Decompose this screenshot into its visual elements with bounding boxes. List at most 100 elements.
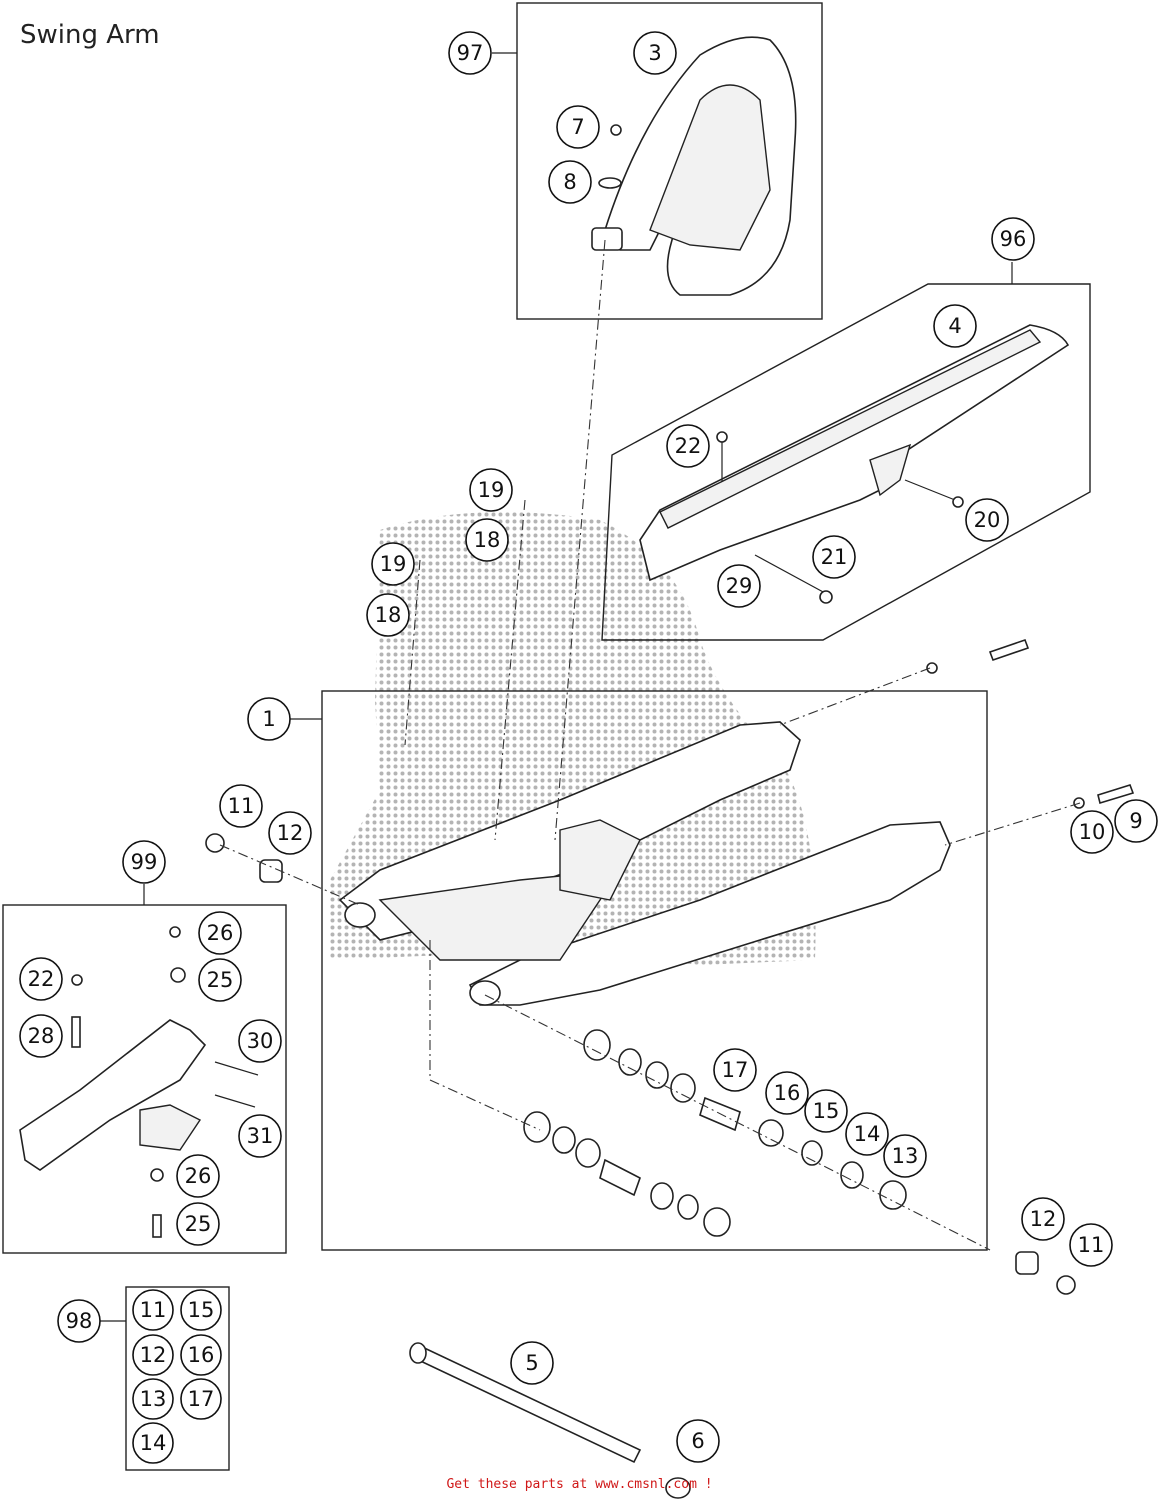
svg-text:7: 7 (571, 115, 584, 139)
callout-7: 7 (556, 105, 600, 149)
svg-text:8: 8 (563, 170, 576, 194)
callout-19: 19 (371, 542, 415, 586)
svg-text:11: 11 (1078, 1233, 1105, 1257)
kit-item-12: 12 (132, 1334, 174, 1376)
svg-text:26: 26 (185, 1164, 212, 1188)
callout-14: 14 (845, 1112, 889, 1156)
callout-5: 5 (510, 1341, 554, 1385)
group-97-box (492, 2, 823, 320)
nut-bushing-part-11-12-right (1015, 1251, 1076, 1295)
swing-arm-part-1 (338, 721, 951, 1006)
screws-part-20-21-22-29 (716, 431, 964, 604)
callout-22: 22 (19, 957, 63, 1001)
callout-98: 98 (57, 1299, 101, 1343)
callout-19: 19 (469, 468, 513, 512)
svg-text:21: 21 (821, 545, 848, 569)
callout-18: 18 (465, 518, 509, 562)
nut-bushing-part-11-12-left (205, 833, 283, 883)
callout-31: 31 (238, 1114, 282, 1158)
callout-22: 22 (666, 424, 710, 468)
svg-text:31: 31 (247, 1124, 274, 1148)
group-1-box (290, 690, 988, 1251)
svg-text:98: 98 (66, 1309, 93, 1333)
svg-text:19: 19 (478, 478, 505, 502)
svg-text:9: 9 (1129, 809, 1142, 833)
callout-96: 96 (991, 217, 1035, 261)
callout-6: 6 (676, 1419, 720, 1463)
svg-text:22: 22 (675, 434, 702, 458)
svg-text:11: 11 (140, 1298, 167, 1322)
svg-text:4: 4 (948, 314, 961, 338)
callout-21: 21 (812, 535, 856, 579)
group-99-box (2, 884, 287, 1254)
callout-25: 25 (176, 1202, 220, 1246)
kit-item-16: 16 (180, 1334, 222, 1376)
footer-link[interactable]: Get these parts at www.cmsnl.com ! (446, 1477, 713, 1492)
callout-15: 15 (804, 1089, 848, 1133)
svg-text:6: 6 (691, 1429, 704, 1453)
callout-8: 8 (548, 160, 592, 204)
svg-text:10: 10 (1079, 820, 1106, 844)
callout-16: 16 (765, 1071, 809, 1115)
chain-guard-part-4 (639, 324, 1070, 582)
svg-text:25: 25 (207, 968, 234, 992)
callout-11: 11 (219, 784, 263, 828)
svg-text:17: 17 (188, 1387, 215, 1411)
svg-text:5: 5 (525, 1351, 538, 1375)
callout-3: 3 (633, 31, 677, 75)
callout-13: 13 (883, 1134, 927, 1178)
svg-text:13: 13 (892, 1144, 919, 1168)
svg-text:12: 12 (1030, 1207, 1057, 1231)
callout-17: 17 (713, 1048, 757, 1092)
svg-text:16: 16 (188, 1343, 215, 1367)
washer-part-8 (598, 177, 622, 189)
bearing-stack-lower (523, 1111, 731, 1237)
chain-guide-group-99 (19, 926, 259, 1238)
callout-1: 1 (247, 697, 291, 741)
pivot-bolt-part-5 (409, 1342, 642, 1464)
kit-item-15: 15 (180, 1289, 222, 1331)
nut-part-6 (665, 1477, 691, 1499)
svg-text:19: 19 (380, 552, 407, 576)
callout-97: 97 (448, 31, 492, 75)
svg-text:97: 97 (457, 41, 484, 65)
svg-text:16: 16 (774, 1081, 801, 1105)
kit-item-13: 13 (132, 1378, 174, 1420)
group-98-box (100, 1286, 230, 1471)
kit-item-11: 11 (132, 1289, 174, 1331)
callout-12: 12 (268, 811, 312, 855)
kit-item-17: 17 (180, 1378, 222, 1420)
callout-9: 9 (1114, 799, 1158, 843)
axle-part-9-10 (926, 638, 1135, 809)
callout-25: 25 (198, 958, 242, 1002)
svg-text:29: 29 (726, 574, 753, 598)
callout-20: 20 (965, 498, 1009, 542)
svg-text:15: 15 (813, 1099, 840, 1123)
callout-29: 29 (717, 564, 761, 608)
kit-item-14: 14 (132, 1422, 174, 1464)
page-title: Swing Arm (20, 20, 160, 50)
callout-11: 11 (1069, 1223, 1113, 1267)
svg-text:13: 13 (140, 1387, 167, 1411)
callout-18: 18 (366, 593, 410, 637)
svg-text:18: 18 (375, 603, 402, 627)
svg-text:96: 96 (1000, 227, 1027, 251)
chain-guard-part-3 (591, 36, 797, 296)
group-96-box (601, 262, 1091, 641)
svg-text:12: 12 (277, 821, 304, 845)
svg-text:11: 11 (228, 794, 255, 818)
svg-text:22: 22 (28, 967, 55, 991)
svg-text:14: 14 (854, 1122, 881, 1146)
callout-4: 4 (933, 304, 977, 348)
svg-text:18: 18 (474, 528, 501, 552)
svg-text:26: 26 (207, 921, 234, 945)
svg-text:25: 25 (185, 1212, 212, 1236)
svg-text:3: 3 (648, 41, 661, 65)
svg-text:12: 12 (140, 1343, 167, 1367)
callout-26: 26 (198, 911, 242, 955)
svg-text:99: 99 (131, 850, 158, 874)
callout-28: 28 (19, 1014, 63, 1058)
svg-text:14: 14 (140, 1431, 167, 1455)
svg-text:20: 20 (974, 508, 1001, 532)
